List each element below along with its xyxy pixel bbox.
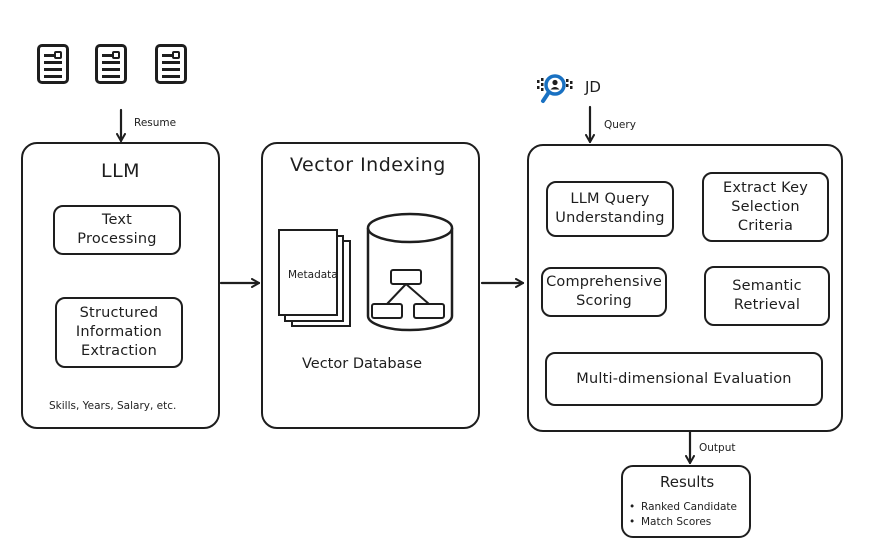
semantic-retrieval-step: Semantic Retrieval (704, 266, 830, 326)
results-item-ranked-candidate: Ranked Candidate (641, 501, 738, 513)
query-label: Query (604, 119, 636, 131)
results-box (621, 465, 751, 538)
comprehensive-scoring-label: Comprehensive Scoring (546, 274, 662, 309)
jd-label: JD (585, 78, 601, 96)
metadata-page-front (278, 229, 338, 316)
extracted-fields-note: Skills, Years, Salary, etc. (49, 400, 177, 412)
vector-database-label: Vector Database (302, 356, 423, 372)
resume-document-icon (95, 44, 127, 84)
results-title: Results (660, 473, 715, 491)
structured-extraction-step: Structured Information Extraction (55, 297, 183, 368)
semantic-retrieval-label: Semantic Retrieval (732, 278, 802, 313)
query-understanding-step: LLM Query Understanding (546, 181, 674, 237)
metadata-label: Metadata (288, 269, 338, 281)
text-processing-label: Text Processing (77, 212, 157, 247)
query-understanding-label: LLM Query Understanding (555, 191, 665, 226)
resume-document-icon (37, 44, 69, 84)
extract-criteria-step: Extract Key Selection Criteria (702, 172, 829, 242)
structured-extraction-label: Structured Information Extraction (75, 305, 163, 359)
results-item-bullet: • (629, 501, 636, 513)
resume-document-icon (155, 44, 187, 84)
vector-indexing-title: Vector Indexing (290, 154, 446, 176)
jd-search-person-icon (537, 74, 573, 103)
results-item-bullet: • (629, 516, 636, 528)
llm-panel (21, 142, 220, 429)
database-cylinder-icon (366, 212, 454, 332)
text-processing-step: Text Processing (53, 205, 181, 255)
evaluation-label: Multi-dimensional Evaluation (576, 370, 792, 387)
multi-dimensional-evaluation-step: Multi-dimensional Evaluation (545, 352, 823, 406)
results-item-match-scores: Match Scores (641, 516, 712, 528)
comprehensive-scoring-step: Comprehensive Scoring (541, 267, 667, 317)
llm-panel-title: LLM (101, 160, 141, 182)
output-label: Output (699, 442, 736, 454)
extract-criteria-label: Extract Key Selection Criteria (722, 179, 809, 234)
resume-label: Resume (134, 117, 177, 129)
